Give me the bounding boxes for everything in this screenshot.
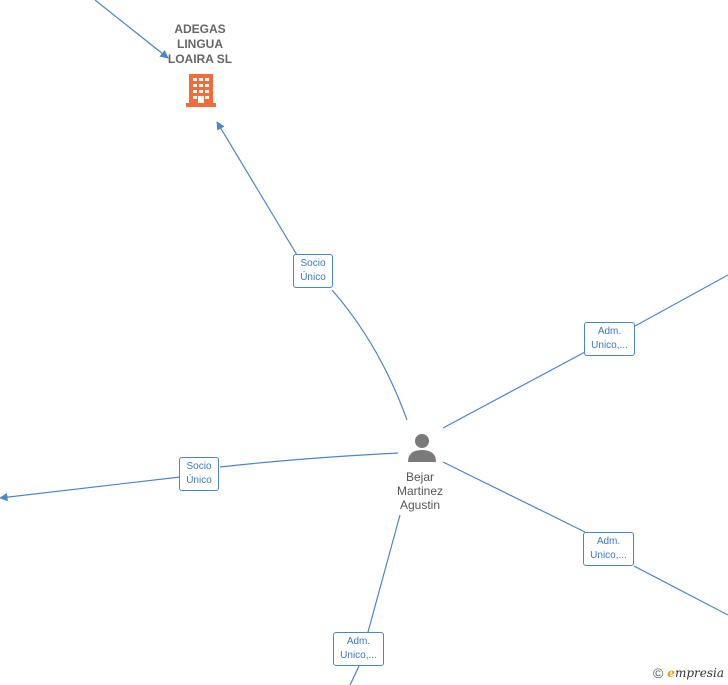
edge-label-adm-unico-lower-right[interactable]: Adm. Unico,... xyxy=(583,532,634,566)
person-name-line: Martinez xyxy=(396,484,443,498)
edge-label-line: Unico,... xyxy=(590,550,627,561)
edge-label-socio-unico-left[interactable]: Socio Único xyxy=(179,457,219,491)
person-name-line: Bejar xyxy=(405,470,434,484)
brand-name: mpresia xyxy=(674,666,724,680)
edge-line-adm-unico-upper-right xyxy=(442,274,728,429)
edge-label-line: Socio xyxy=(186,461,212,472)
person-name-line: Agustin xyxy=(399,498,441,512)
company-name-line: LINGUA xyxy=(177,37,223,51)
edge-label-line: Unico,... xyxy=(340,650,377,661)
edge-label-line: Socio xyxy=(300,258,326,269)
edge-label-socio-unico-top[interactable]: Socio Único xyxy=(293,254,333,288)
edge-line-incoming-top xyxy=(94,0,169,59)
edge-label-line: Único xyxy=(300,272,326,283)
edge-line-adm-unico-lower-right xyxy=(442,461,728,616)
building-icon[interactable] xyxy=(186,74,216,107)
copyright-symbol: © xyxy=(652,665,664,681)
edge-label-adm-unico-bottom[interactable]: Adm. Unico,... xyxy=(333,632,384,666)
empresia-watermark: © empresia xyxy=(653,665,724,681)
person-name[interactable]: Bejar Martinez Agustin xyxy=(380,470,460,512)
edge-label-line: Adm. xyxy=(346,636,371,647)
company-name[interactable]: ADEGAS LINGUA LOAIRA SL xyxy=(150,22,250,67)
edge-label-line: Único xyxy=(186,475,212,486)
edge-label-line: Unico,... xyxy=(591,340,628,351)
edge-line-adm-unico-bottom xyxy=(349,514,401,685)
edge-label-adm-unico-upper-right[interactable]: Adm. Unico,... xyxy=(584,322,635,356)
company-name-line: ADEGAS xyxy=(174,22,226,36)
edge-line-socio-unico-left xyxy=(0,452,399,498)
edge-line-socio-unico-top xyxy=(217,122,408,421)
company-name-line: LOAIRA SL xyxy=(167,52,233,66)
brand-initial: e xyxy=(667,666,675,680)
edge-label-line: Adm. xyxy=(596,536,621,547)
edge-label-line: Adm. xyxy=(597,326,622,337)
empresia-logo: empresia xyxy=(667,666,724,680)
person-icon[interactable] xyxy=(408,434,436,462)
